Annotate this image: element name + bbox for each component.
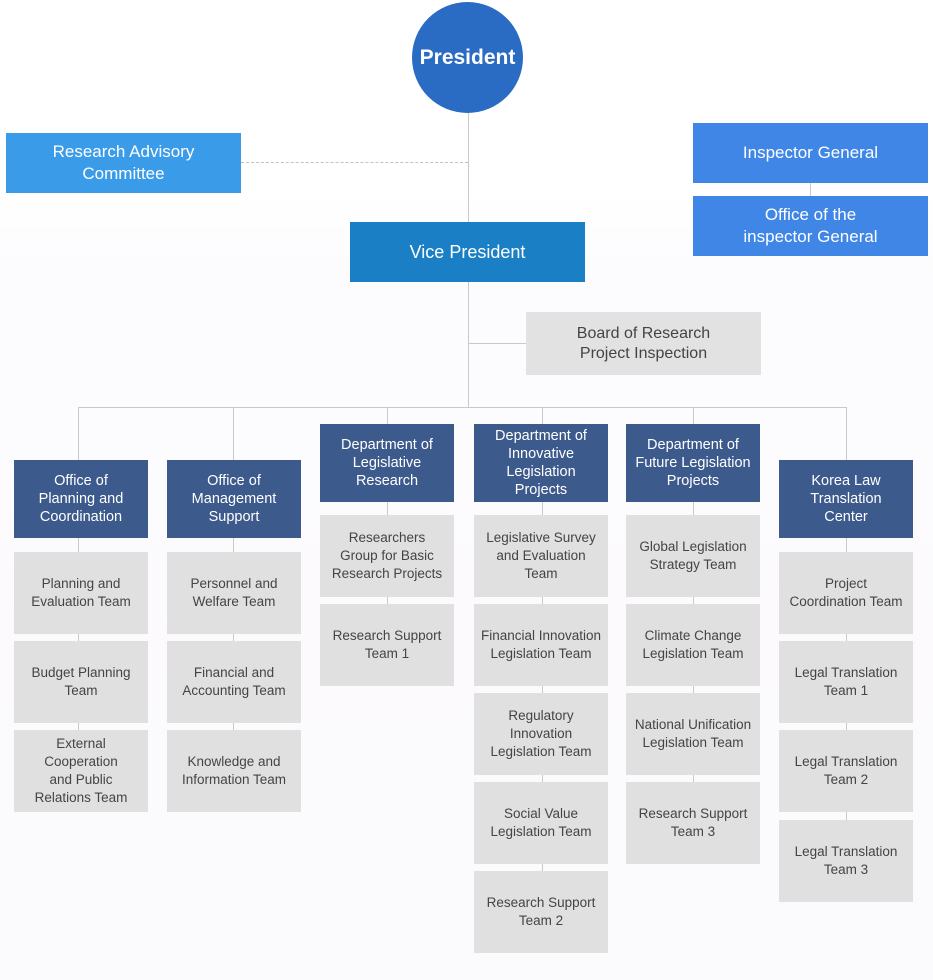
president-node: President xyxy=(412,2,523,113)
connector-drop-4 xyxy=(542,407,543,424)
connector-drop-3 xyxy=(387,407,388,424)
inspector-general-box: Inspector General xyxy=(693,123,928,183)
dept-label: Korea Law Translation Center xyxy=(810,473,882,525)
dept-label: Office of Planning and Coordination xyxy=(38,473,124,525)
vice-president-label: Vice President xyxy=(409,241,526,262)
team-box: Legislative Survey and Evaluation Team xyxy=(474,515,608,597)
connector-president-vp xyxy=(468,113,469,222)
team-box: National Unification Legislation Team xyxy=(626,693,760,775)
advisory-committee-label: Research Advisory Committee xyxy=(52,142,195,183)
team-box: Knowledge and Information Team xyxy=(167,730,301,812)
dept-label: Department of Legislative Research xyxy=(341,437,433,489)
office-inspector-general-box: Office of the inspector General xyxy=(693,196,928,256)
dept-label: Office of Management Support xyxy=(191,473,277,525)
advisory-committee-box: Research Advisory Committee xyxy=(6,133,241,193)
team-box: Social Value Legislation Team xyxy=(474,782,608,864)
connector-drop-5 xyxy=(693,407,694,424)
dept-label: Department of Future Legislation Project… xyxy=(635,437,751,489)
team-box: Researchers Group for Basic Research Pro… xyxy=(320,515,454,597)
team-label: Research Support Team 3 xyxy=(638,806,748,839)
dept-law-translation-center: Korea Law Translation Center xyxy=(779,460,913,538)
team-label: Climate Change Legislation Team xyxy=(642,628,744,661)
team-box: Legal Translation Team 3 xyxy=(779,820,913,902)
team-label: Personnel and Welfare Team xyxy=(190,576,278,609)
inspector-general-label: Inspector General xyxy=(742,143,879,162)
team-box: Financial and Accounting Team xyxy=(167,641,301,723)
team-label: Legal Translation Team 3 xyxy=(794,844,898,877)
team-label: Research Support Team 2 xyxy=(486,895,596,928)
team-label: Knowledge and Information Team xyxy=(181,754,287,787)
team-label: Legislative Survey and Evaluation Team xyxy=(486,530,596,581)
chart-background xyxy=(0,195,933,980)
team-box: Financial Innovation Legislation Team xyxy=(474,604,608,686)
team-box: Legal Translation Team 1 xyxy=(779,641,913,723)
team-box: Regulatory Innovation Legislation Team xyxy=(474,693,608,775)
team-label: Regulatory Innovation Legislation Team xyxy=(490,708,592,759)
team-label: Project Coordination Team xyxy=(789,576,903,609)
dept-management-support: Office of Management Support xyxy=(167,460,301,538)
team-label: Financial and Accounting Team xyxy=(182,665,286,698)
team-label: Planning and Evaluation Team xyxy=(31,576,131,609)
board-inspection-label: Board of Research Project Inspection xyxy=(576,324,711,362)
team-box: Research Support Team 1 xyxy=(320,604,454,686)
team-label: Research Support Team 1 xyxy=(332,628,442,661)
dept-innovative-legislation: Department of Innovative Legislation Pro… xyxy=(474,424,608,502)
team-box: Legal Translation Team 2 xyxy=(779,730,913,812)
dept-label: Department of Innovative Legislation Pro… xyxy=(495,428,587,498)
dept-legislative-research: Department of Legislative Research xyxy=(320,424,454,502)
team-label: Budget Planning Team xyxy=(31,665,131,698)
team-box: Project Coordination Team xyxy=(779,552,913,634)
team-label: National Unification Legislation Team xyxy=(634,717,752,750)
team-label: Social Value Legislation Team xyxy=(490,806,592,839)
president-label: President xyxy=(419,45,516,69)
dept-planning-coordination: Office of Planning and Coordination xyxy=(14,460,148,538)
team-label: Global Legislation Strategy Team xyxy=(639,539,747,572)
connector-advisory xyxy=(241,162,468,163)
connector-vp-branch xyxy=(468,282,469,407)
team-box: Personnel and Welfare Team xyxy=(167,552,301,634)
connector-horizontal-bus xyxy=(78,407,847,408)
team-box: Global Legislation Strategy Team xyxy=(626,515,760,597)
team-label: Legal Translation Team 1 xyxy=(794,665,898,698)
connector-board xyxy=(468,343,526,344)
team-box: Planning and Evaluation Team xyxy=(14,552,148,634)
connector-drop-1 xyxy=(78,407,79,460)
team-box: External Cooperation and Public Relation… xyxy=(14,730,148,812)
team-label: Legal Translation Team 2 xyxy=(794,754,898,787)
connector-drop-2 xyxy=(233,407,234,460)
team-box: Climate Change Legislation Team xyxy=(626,604,760,686)
office-inspector-general-label: Office of the inspector General xyxy=(743,205,878,246)
team-box: Research Support Team 3 xyxy=(626,782,760,864)
team-box: Budget Planning Team xyxy=(14,641,148,723)
team-label: Researchers Group for Basic Research Pro… xyxy=(331,530,443,581)
board-inspection-box: Board of Research Project Inspection xyxy=(526,312,761,375)
connector-drop-6 xyxy=(846,407,847,460)
dept-future-legislation: Department of Future Legislation Project… xyxy=(626,424,760,502)
team-label: External Cooperation and Public Relation… xyxy=(34,736,128,805)
connector-inspector xyxy=(810,183,811,196)
team-box: Research Support Team 2 xyxy=(474,871,608,953)
vice-president-box: Vice President xyxy=(350,222,585,282)
team-label: Financial Innovation Legislation Team xyxy=(480,628,602,661)
